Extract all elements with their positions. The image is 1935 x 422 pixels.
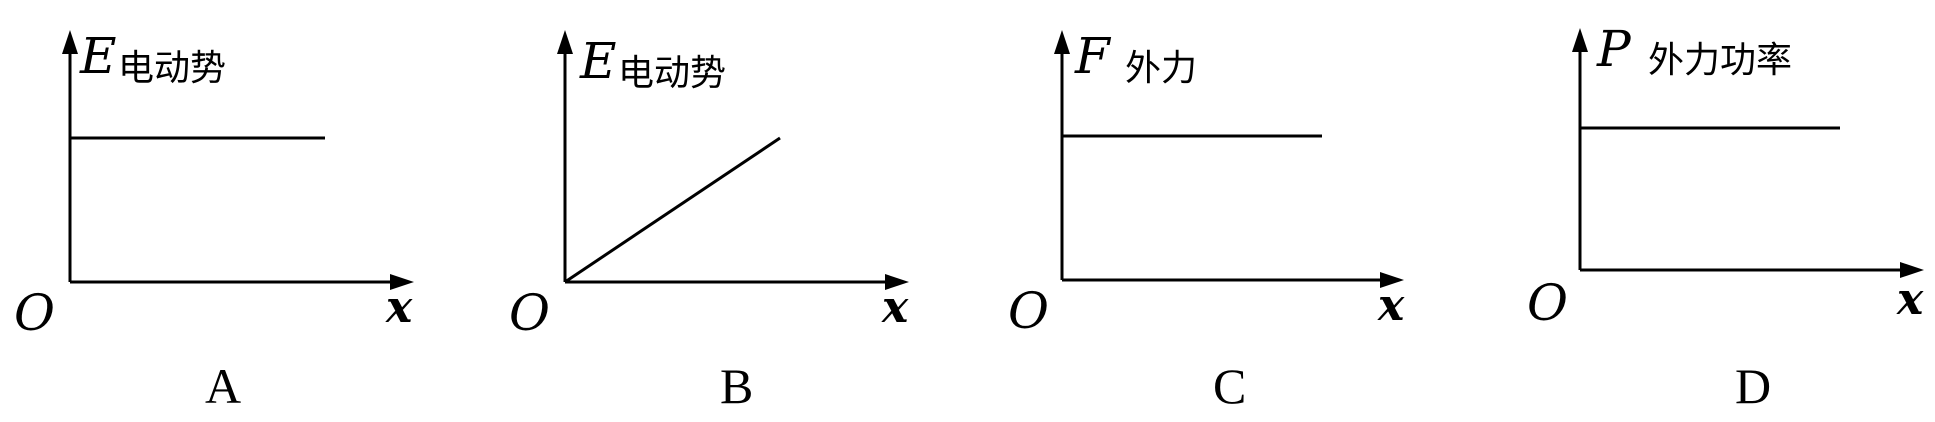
origin-label: O xyxy=(1008,282,1049,340)
y-axis-symbol: E xyxy=(79,27,117,85)
option-caption: D xyxy=(1735,358,1771,414)
panel-b: E 电动势 O x B xyxy=(509,30,909,414)
graph-line xyxy=(564,136,781,284)
x-axis-arrow-icon xyxy=(1900,262,1924,278)
x-axis-arrow-icon xyxy=(390,274,414,290)
y-axis-label: 外力 xyxy=(1125,48,1197,89)
y-axis-arrow-icon xyxy=(62,30,78,54)
y-axis-symbol: P xyxy=(1596,20,1632,78)
option-caption: B xyxy=(720,358,753,414)
y-axis-arrow-icon xyxy=(1572,28,1588,52)
panel-a: E 电动势 O x A xyxy=(14,27,414,414)
panel-c: F 外力 O x C xyxy=(1008,27,1405,414)
y-axis-symbol: E xyxy=(579,32,617,90)
option-caption: C xyxy=(1213,358,1246,414)
x-axis-arrow-icon xyxy=(1380,272,1404,288)
x-axis-label: x xyxy=(1896,274,1924,325)
y-axis-arrow-icon xyxy=(1054,30,1070,54)
x-axis-arrow-icon xyxy=(885,274,909,290)
x-axis-label: x xyxy=(1377,280,1405,331)
y-axis-label: 外力功率 xyxy=(1648,40,1792,81)
origin-label: O xyxy=(14,284,55,342)
y-axis-arrow-icon xyxy=(557,30,573,54)
origin-label: O xyxy=(509,284,550,342)
x-axis-label: x xyxy=(385,282,413,333)
x-axis-label: x xyxy=(881,282,909,333)
origin-label: O xyxy=(1527,274,1568,332)
y-axis-label: 电动势 xyxy=(118,48,226,89)
option-caption: A xyxy=(205,358,241,414)
panel-d: P 外力功率 O x D xyxy=(1527,20,1924,414)
y-axis-symbol: F xyxy=(1074,27,1112,85)
y-axis-label: 电动势 xyxy=(618,53,726,94)
